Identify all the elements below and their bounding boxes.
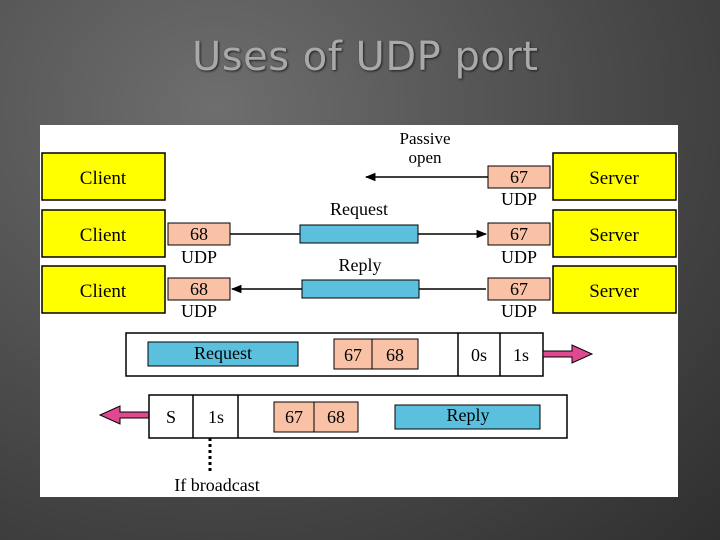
reply-packet-dst-port-label: 68 — [327, 407, 345, 427]
client-box-1 — [41, 152, 166, 201]
client-port-3 — [167, 277, 231, 301]
udp-port-diagram: Passive open Client 67 UDP Server Client… — [40, 125, 678, 497]
reply-packet-label: Reply — [447, 405, 490, 425]
server-label-2: Server — [589, 225, 639, 246]
server-box-3 — [552, 265, 677, 314]
client-label-1: Client — [80, 168, 127, 189]
server-port-2 — [487, 222, 551, 246]
reply-packet-src-port — [273, 401, 315, 433]
client-port-label-2: 68 — [190, 224, 208, 244]
server-port-label-2: 67 — [510, 224, 528, 244]
server-box-2 — [552, 209, 677, 258]
passive-open-label-2: open — [408, 148, 442, 167]
reply-packet-addr2: 1s — [208, 407, 224, 427]
request-packet-src-port-label: 67 — [344, 345, 362, 365]
server-port-label-3: 67 — [510, 279, 528, 299]
diagram-canvas: Passive open Client 67 UDP Server Client… — [41, 129, 677, 495]
request-packet-dst-port — [371, 338, 419, 370]
request-packet-direction-arrow — [542, 344, 594, 364]
client-box-2 — [41, 209, 166, 258]
passive-open-label-1: Passive — [400, 129, 451, 148]
server-port-label-1: 67 — [510, 167, 528, 187]
request-packet-addr1: 0s — [471, 345, 487, 365]
client-proto-label-3: UDP — [181, 301, 217, 321]
request-packet-label: Request — [194, 343, 252, 363]
server-proto-label-1: UDP — [501, 189, 537, 209]
client-proto-label-2: UDP — [181, 247, 217, 267]
request-message-label: Request — [330, 199, 388, 219]
reply-packet-addr1: S — [166, 407, 176, 427]
client-box-3 — [41, 265, 166, 314]
server-label-1: Server — [589, 168, 639, 189]
request-message-bar — [299, 224, 419, 244]
reply-packet-src-port-label: 67 — [285, 407, 303, 427]
broadcast-label: If broadcast — [174, 475, 259, 495]
server-port-3 — [487, 277, 551, 301]
reply-message-bar — [301, 279, 420, 299]
server-port-1 — [487, 165, 551, 189]
server-proto-label-3: UDP — [501, 301, 537, 321]
client-label-3: Client — [80, 281, 127, 302]
request-packet-data-field — [147, 341, 299, 367]
request-packet-dst-port-label: 68 — [386, 345, 404, 365]
slide-title: Uses of UDP port — [192, 34, 539, 80]
request-packet-addr2: 1s — [513, 345, 529, 365]
server-box-1 — [552, 152, 677, 201]
server-proto-label-2: UDP — [501, 247, 537, 267]
client-label-2: Client — [80, 225, 127, 246]
reply-packet-dst-port — [313, 401, 359, 433]
reply-message-label: Reply — [339, 255, 382, 275]
client-port-label-3: 68 — [190, 279, 208, 299]
reply-packet-direction-arrow — [98, 405, 150, 425]
server-label-3: Server — [589, 281, 639, 302]
reply-packet-data-field — [394, 404, 541, 430]
